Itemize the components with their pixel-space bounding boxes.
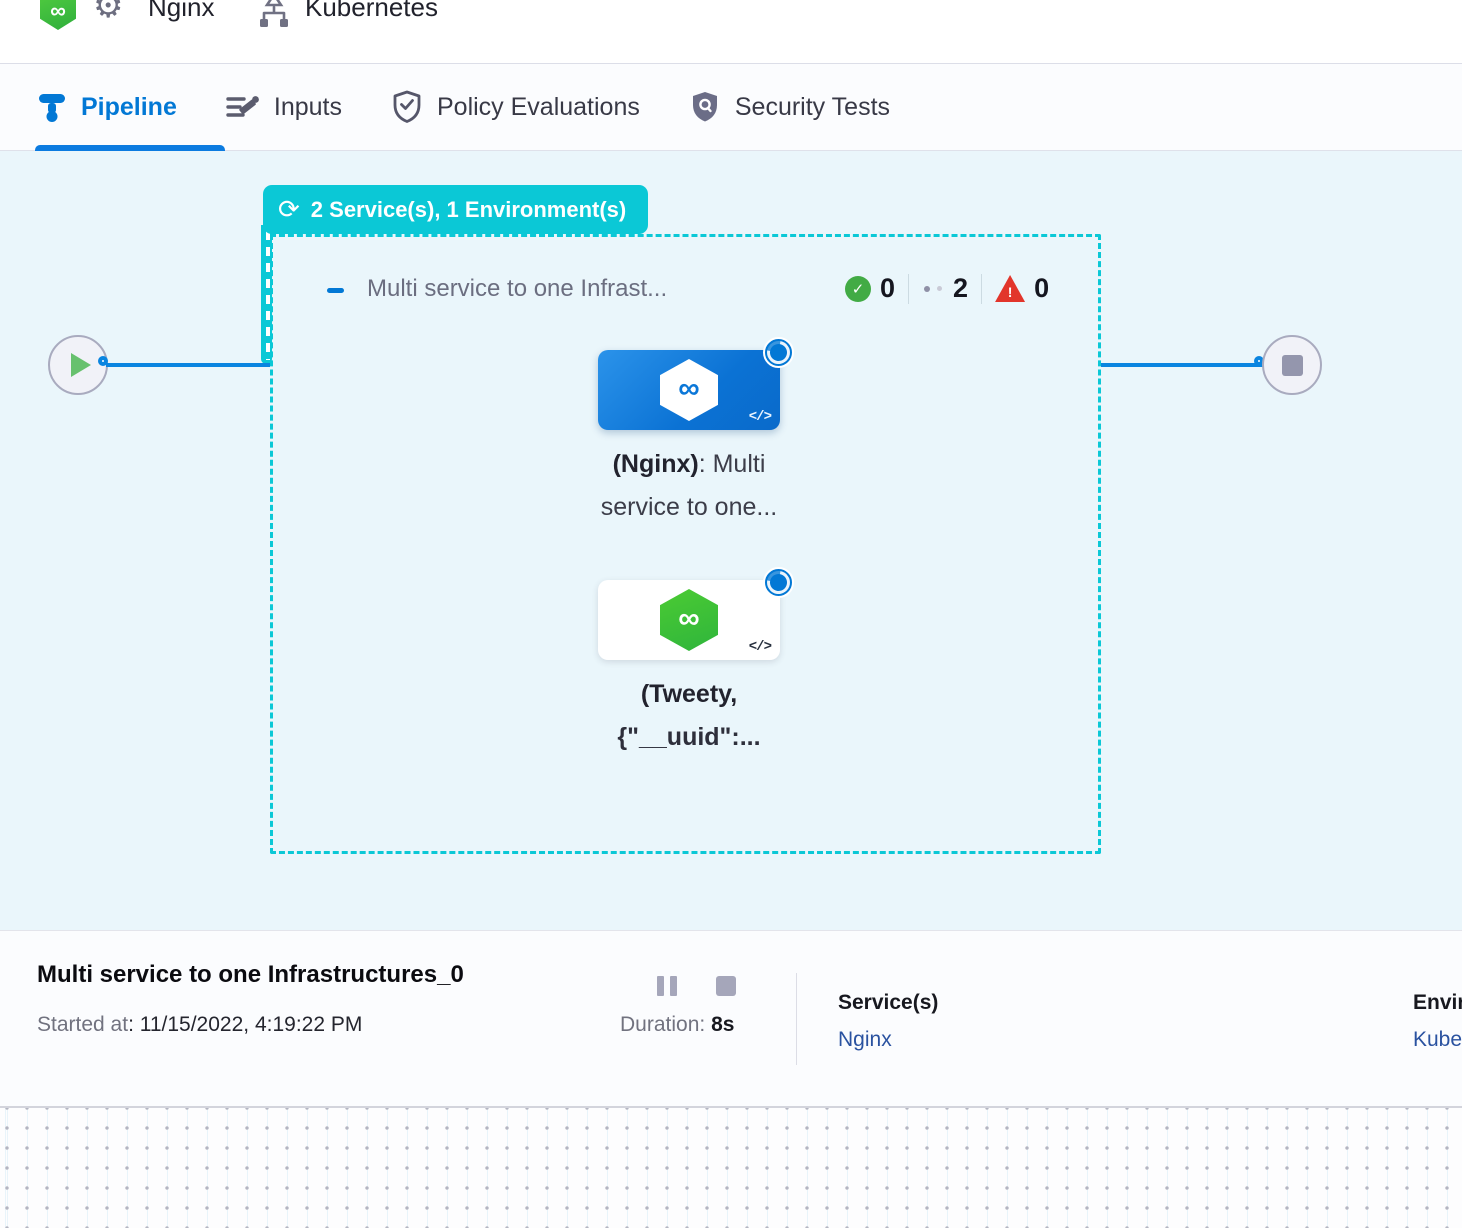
- pause-button[interactable]: [657, 976, 677, 996]
- policy-evaluations-tab-icon: [391, 90, 423, 124]
- failed-status-icon: !: [995, 275, 1026, 302]
- edge-stage-to-end: [1101, 363, 1263, 367]
- service-node-tweety-label: (Tweety, {"__uuid":...: [617, 680, 761, 751]
- environment-breadcrumb-title[interactable]: Kubernetes: [305, 0, 438, 22]
- pipeline-end-node: [1262, 335, 1322, 395]
- stage-status-row: ✓ 0 2 ! 0: [845, 273, 1049, 304]
- header-bar: ∞ ⚙ Nginx Kubernetes: [0, 0, 1462, 63]
- running-spinner-icon: [763, 337, 794, 368]
- tab-label: Pipeline: [81, 92, 177, 121]
- play-icon: [71, 353, 91, 377]
- pending-status-icon: [924, 285, 943, 292]
- stop-icon: [1281, 354, 1303, 376]
- stage-group-badge-label: 2 Service(s), 1 Environment(s): [310, 196, 627, 222]
- inputs-tab-icon: [226, 91, 260, 123]
- abort-button[interactable]: [716, 976, 736, 996]
- security-tests-tab-icon: [689, 90, 721, 124]
- success-status-icon: ✓: [845, 275, 871, 302]
- edge-connector-dot: [98, 356, 108, 366]
- collapse-stage-icon[interactable]: [327, 288, 344, 293]
- run-title: Multi service to one Infrastructures_0: [37, 961, 464, 988]
- tab-label: Policy Evaluations: [436, 92, 640, 121]
- duration: Duration: 8s: [620, 1013, 735, 1036]
- status-divider: [981, 273, 983, 304]
- started-at: Started at: 11/15/2022, 4:19:22 PM: [37, 1013, 363, 1036]
- run-summary-bar: Multi service to one Infrastructures_0 S…: [0, 930, 1462, 1106]
- services-label: Service(s): [838, 991, 939, 1014]
- console-grid-strip: [0, 1106, 1462, 1228]
- failed-count: 0: [1034, 273, 1050, 303]
- running-spinner-icon: [763, 567, 794, 598]
- code-icon: </>: [748, 639, 772, 655]
- service-node-nginx[interactable]: ∞ </>: [598, 337, 794, 430]
- footer-divider: [796, 973, 797, 1065]
- pending-count: 2: [953, 273, 969, 303]
- service-node-tweety[interactable]: ∞ </>: [598, 567, 794, 660]
- loop-icon: ⟳: [278, 193, 300, 224]
- environments-label: Environment(s): [1413, 991, 1462, 1014]
- success-count: 0: [880, 273, 896, 303]
- stage-group-badge[interactable]: ⟳ 2 Service(s), 1 Environment(s): [263, 185, 649, 234]
- environments-link[interactable]: Kubernetes: [1413, 1028, 1462, 1051]
- active-tab-underline: [35, 145, 225, 152]
- status-divider: [908, 273, 910, 304]
- kubernetes-infra-icon: [256, 0, 292, 30]
- tab-bar: Pipeline Inputs: [0, 63, 1462, 152]
- pipeline-tab-icon: [37, 91, 67, 123]
- harness-logo-icon: ∞: [40, 0, 76, 30]
- tab-label: Security Tests: [734, 92, 891, 121]
- gear-icon[interactable]: ⚙: [93, 0, 124, 25]
- stage-group-dashed-box: [270, 234, 1101, 854]
- harness-service-icon: ∞: [660, 359, 718, 421]
- tab-policy-evaluations[interactable]: Policy Evaluations: [391, 90, 640, 124]
- tab-inputs[interactable]: Inputs: [226, 91, 342, 123]
- stage-name[interactable]: Multi service to one Infrast...: [367, 275, 668, 302]
- edge-start-to-stage: [106, 363, 270, 367]
- pipeline-breadcrumb-title[interactable]: Nginx: [148, 0, 215, 22]
- code-icon: </>: [748, 409, 772, 425]
- harness-service-icon: ∞: [660, 589, 718, 651]
- services-link[interactable]: Nginx: [838, 1028, 892, 1051]
- pipeline-canvas: ⟳ 2 Service(s), 1 Environment(s) Multi s…: [0, 151, 1462, 930]
- tab-security-tests[interactable]: Security Tests: [689, 90, 890, 124]
- infinity-glyph: ∞: [50, 0, 66, 23]
- service-node-nginx-label: (Nginx): Multi service to one...: [600, 450, 778, 521]
- tab-label: Inputs: [273, 92, 342, 121]
- stage-group-spine: [261, 225, 272, 364]
- tab-pipeline[interactable]: Pipeline: [37, 91, 177, 123]
